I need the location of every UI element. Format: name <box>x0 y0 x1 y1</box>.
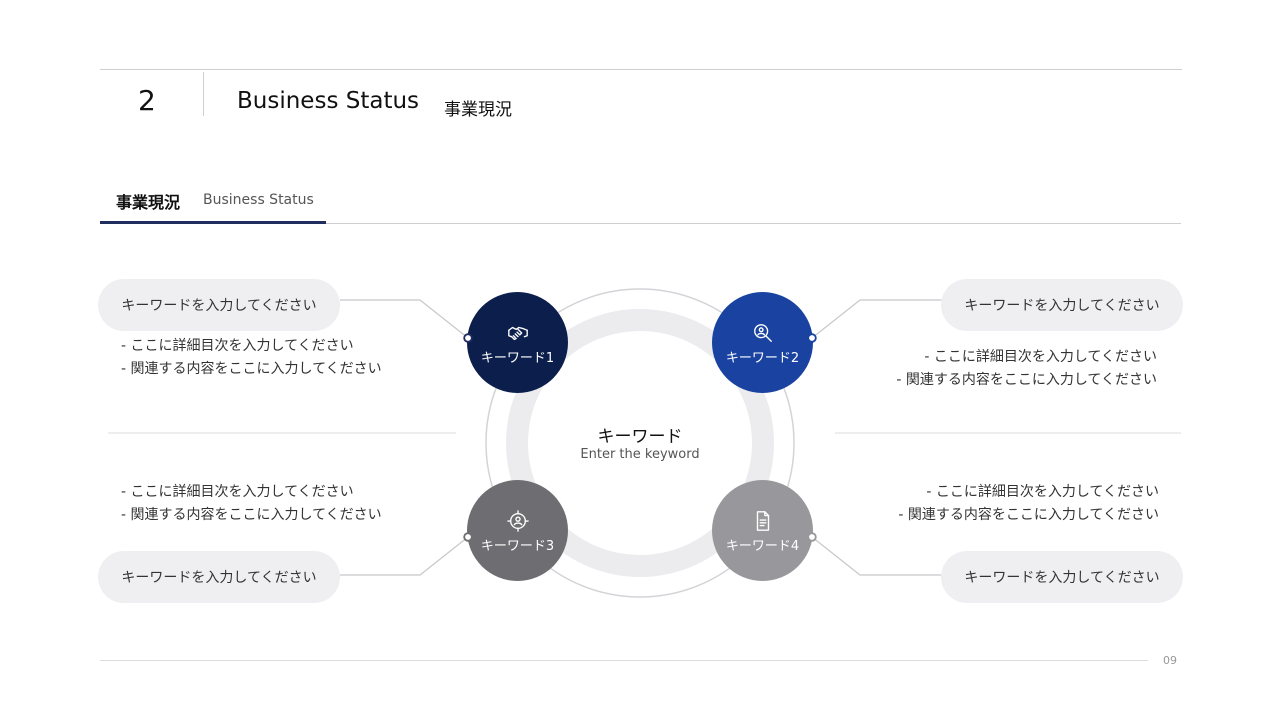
keyword-pill-1: キーワードを入力してください <box>98 279 340 331</box>
keyword-pill-2: キーワードを入力してください <box>941 279 1183 331</box>
tab-label-jp: 事業現況 <box>116 193 181 212</box>
page-number: 09 <box>1163 654 1177 667</box>
connector-dot <box>807 333 817 343</box>
inner-ring <box>506 309 774 577</box>
keyword-pill-3: キーワードを入力してください <box>98 551 340 603</box>
connector-dot <box>463 333 473 343</box>
description-block-4: - ここに詳細目次を入力してください - 関連する内容をここに入力してください <box>898 481 1159 526</box>
outer-ring <box>485 288 795 598</box>
connector-dot <box>807 532 817 542</box>
keyword-node-1: キーワード1 <box>467 292 568 393</box>
connector-4 <box>811 536 942 576</box>
description-block-3: - ここに詳細目次を入力してください - 関連する内容をここに入力してください <box>121 481 382 526</box>
center-keyword: キーワード <box>597 427 683 447</box>
footer-rule <box>100 660 1148 661</box>
description-line: - 関連する内容をここに入力してください <box>121 360 382 377</box>
node-label: キーワード1 <box>480 350 555 366</box>
description-line: - ここに詳細目次を入力してください <box>926 484 1159 500</box>
connector-2 <box>811 299 942 339</box>
description-line: - 関連する内容をここに入力してください <box>121 506 382 523</box>
description-line: - 関連する内容をここに入力してください <box>896 371 1157 388</box>
document-icon <box>756 510 769 531</box>
node-label: キーワード4 <box>725 538 800 554</box>
center-subtitle: Enter the keyword <box>580 447 700 462</box>
keyword-node-4: キーワード4 <box>712 480 813 581</box>
node-label: キーワード2 <box>725 350 800 366</box>
description-block-1: - ここに詳細目次を入力してください - 関連する内容をここに入力してください <box>121 335 382 380</box>
description-line: - ここに詳細目次を入力してください <box>924 349 1157 365</box>
connector-dot <box>463 532 473 542</box>
connector-1 <box>340 299 469 339</box>
tab-underline <box>100 223 1181 224</box>
description-line: - ここに詳細目次を入力してください <box>121 484 354 500</box>
header-top-rule <box>100 69 1182 70</box>
target-person-icon <box>506 509 529 532</box>
connector-3 <box>340 536 469 576</box>
tab-label-en: Business Status <box>203 192 314 208</box>
header-divider <box>203 72 204 116</box>
description-line: - ここに詳細目次を入力してください <box>121 338 354 354</box>
page-title: Business Status <box>237 88 420 114</box>
search-person-icon <box>753 323 772 342</box>
keyword-node-3: キーワード3 <box>467 480 568 581</box>
page-title-jp: 事業現況 <box>444 100 512 120</box>
node-label: キーワード3 <box>480 538 555 554</box>
section-number: 2 <box>138 84 156 117</box>
tab-active-indicator <box>100 221 326 224</box>
description-line: - 関連する内容をここに入力してください <box>898 506 1159 523</box>
keyword-node-2: キーワード2 <box>712 292 813 393</box>
description-block-2: - ここに詳細目次を入力してください - 関連する内容をここに入力してください <box>896 346 1157 391</box>
handshake-icon <box>507 326 528 340</box>
keyword-pill-4: キーワードを入力してください <box>941 551 1183 603</box>
